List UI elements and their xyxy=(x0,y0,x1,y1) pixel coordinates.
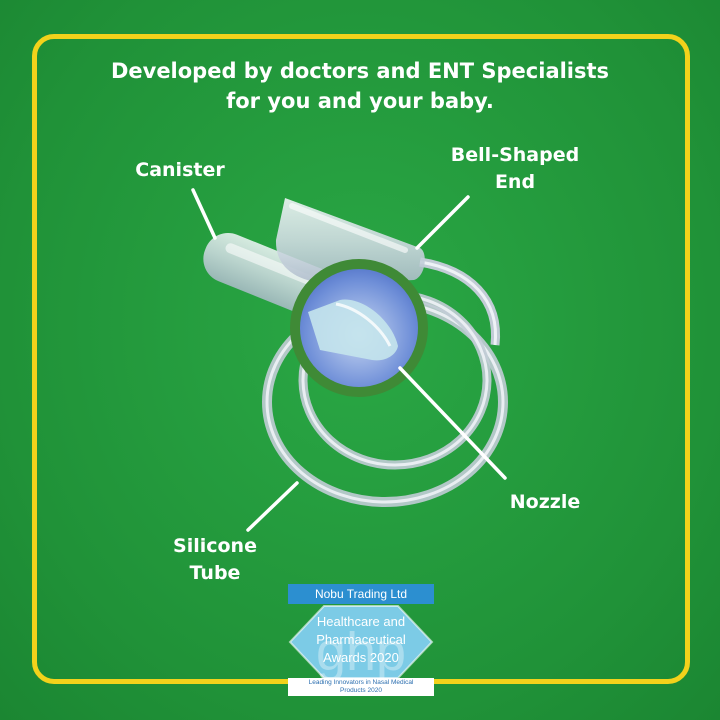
badge-line-2: Pharmaceutical xyxy=(316,632,406,647)
award-badge: ghp Nobu Trading Ltd Healthcare and Phar… xyxy=(284,584,438,700)
badge-footer-line-1: Leading Innovators in Nasal Medical xyxy=(308,679,414,686)
tube-label-line-1: Silicone xyxy=(173,535,257,557)
bell-label-line-2: End xyxy=(494,171,536,193)
bell-shaped-end-label: Bell-Shaped End xyxy=(430,142,600,196)
badge-line-1: Healthcare and xyxy=(316,614,406,629)
badge-footer: Leading Innovators in Nasal Medical Prod… xyxy=(288,678,434,696)
tube-pointer xyxy=(246,481,299,532)
badge-company: Nobu Trading Ltd xyxy=(288,584,434,604)
bell-label-line-1: Bell-Shaped xyxy=(450,144,580,166)
nozzle-pointer xyxy=(398,366,507,480)
tube-label-line-2: Tube xyxy=(189,562,241,584)
silicone-tube-label: Silicone Tube xyxy=(150,533,280,587)
headline-line-1: Developed by doctors and ENT Specialists xyxy=(110,59,610,83)
canister-label: Canister xyxy=(135,159,225,181)
ghp-logo-text: ghp xyxy=(316,622,406,682)
nozzle-label: Nozzle xyxy=(509,491,581,513)
headline-line-2: for you and your baby. xyxy=(226,89,494,113)
pointer-lines xyxy=(191,188,507,532)
nozzle-highlight xyxy=(290,259,428,397)
headline: Developed by doctors and ENT Specialists… xyxy=(40,56,680,116)
bell-pointer xyxy=(415,195,470,250)
award-hexagon-icon: ghp xyxy=(288,605,434,682)
badge-footer-line-2: Products 2020 xyxy=(340,687,382,694)
canister-pointer xyxy=(191,188,217,240)
badge-line-3: Awards 2020 xyxy=(323,650,399,665)
bell-shaped-end xyxy=(275,198,425,284)
